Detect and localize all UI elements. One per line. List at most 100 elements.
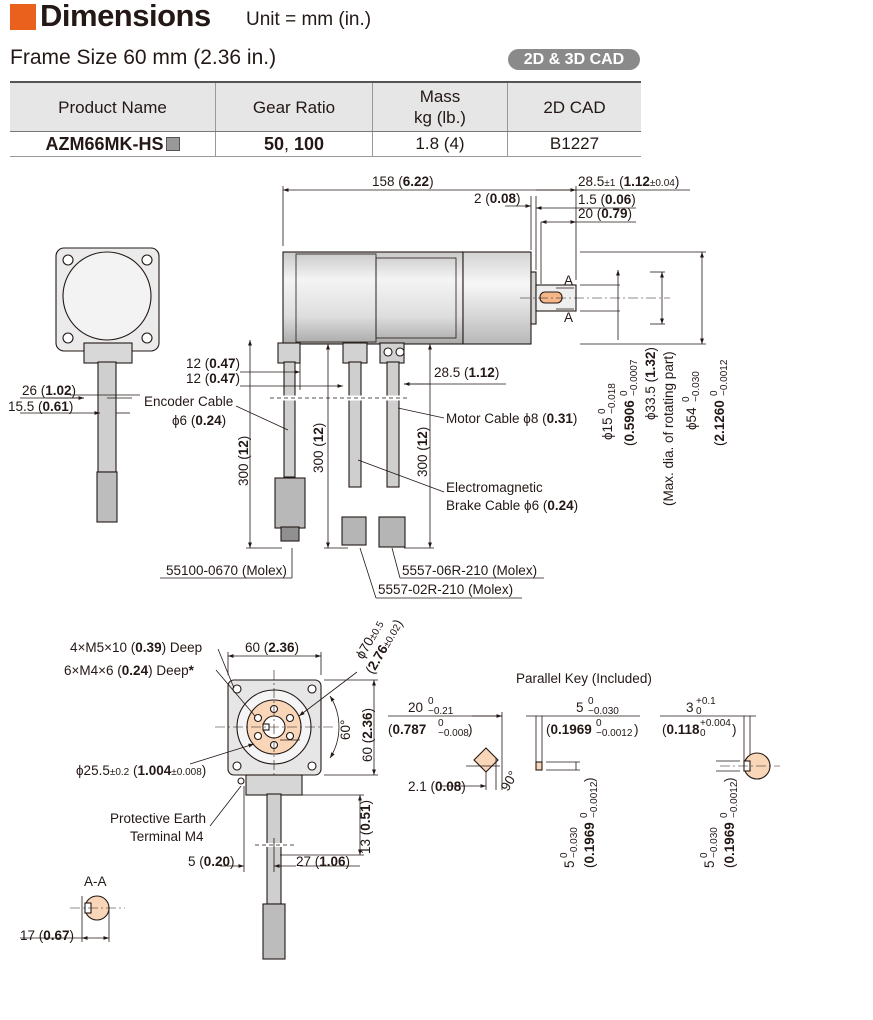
svg-text:3: 3 (686, 700, 694, 715)
key-length-dim: 20 0 −0.21 (0.787 0 −0.008 ) (388, 696, 473, 739)
brake-connector (341, 516, 367, 546)
dim-pcd: ϕ70±0.5 (2.76±0.02) (353, 617, 406, 677)
mount-hole (62, 254, 74, 266)
connector-3-label: 5557-02R-210 (Molex) (378, 582, 513, 597)
svg-text:): ) (468, 722, 473, 737)
motor-body (282, 251, 464, 345)
brake-cable-label1: Electromagnetic (446, 480, 543, 495)
key-side (473, 747, 499, 773)
mount-hole (141, 332, 153, 344)
svg-text:300 (12): 300 (12) (236, 436, 251, 486)
svg-text:(2.1260: (2.1260 (712, 400, 727, 446)
encoder-cable-dia: ϕ6 (0.24) (172, 413, 226, 428)
key-slot (539, 291, 563, 304)
svg-text:−0.0012: −0.0012 (719, 359, 730, 396)
mount-hole (307, 684, 317, 694)
dim-300-encoder: 300 (12) (236, 436, 251, 486)
svg-text:+0.1: +0.1 (696, 696, 716, 707)
svg-text:(0.118: (0.118 (662, 722, 700, 737)
section-arrow-a-bottom: A (564, 310, 573, 325)
svg-text:60°: 60° (338, 720, 353, 740)
encoder-connector (274, 477, 306, 529)
svg-text:ϕ15: ϕ15 (600, 417, 615, 440)
header-product: Product Name (10, 81, 216, 132)
dim-slot-width: 5 0 −0.030 (699, 827, 720, 868)
tap-m4: 6×M4×6 (0.24) Deep* (64, 663, 195, 678)
dim-rot-dia: ϕ33.5 (1.32) (643, 347, 658, 420)
dim-boss: ϕ25.5±0.2 (1.004±0.008) (76, 763, 206, 778)
svg-text:(0.1969: (0.1969 (722, 822, 737, 868)
motor-cable (386, 361, 400, 488)
svg-text:): ) (582, 778, 597, 783)
pe-label1: Protective Earth (110, 811, 206, 826)
svg-text:0: 0 (588, 696, 594, 707)
accent-square-icon (10, 4, 36, 30)
pe-label2: Terminal M4 (130, 829, 204, 844)
end-view-small (20, 247, 160, 523)
product-name: AZM66MK-HS (45, 133, 164, 154)
dim-27: 27 (1.06) (296, 854, 350, 869)
svg-text:−0.0012: −0.0012 (589, 781, 600, 818)
mount-hole (232, 761, 242, 771)
svg-text:0: 0 (438, 718, 444, 729)
dim-5: 5 (0.20) (188, 854, 235, 869)
dim-2: 2 (0.08) (474, 191, 521, 206)
dim-1-5: 1.5 (0.06) (578, 192, 636, 207)
dim-shaft-dia-in: (0.5906 0 −0.0007 (619, 359, 640, 446)
dim-15-5: 15.5 (0.61) (8, 399, 73, 414)
section-arrow-a-top: A (564, 273, 573, 288)
dim-28-5-cable: 28.5 (1.12) (434, 365, 499, 380)
dim-rot-note: (Max. dia. of rotating part) (661, 351, 676, 506)
dim-pilot-dia-in: (2.1260 0 −0.0012 (709, 359, 730, 446)
mount-hole (141, 254, 153, 266)
svg-text:−0.0007: −0.0007 (629, 359, 640, 396)
svg-text:(0.1969: (0.1969 (582, 822, 597, 868)
product-cell: AZM66MK-HS (10, 131, 216, 157)
cad-cell[interactable]: B1227 (507, 131, 641, 157)
svg-text:ϕ33.5 (1.32): ϕ33.5 (1.32) (643, 347, 658, 420)
dim-20: 20 (0.79) (578, 206, 632, 221)
brake-outlet (342, 342, 368, 364)
mount-hole (62, 332, 74, 344)
variant-box-icon (165, 136, 180, 151)
svg-text:60 (2.36): 60 (2.36) (360, 708, 375, 762)
svg-text:−0.030: −0.030 (588, 706, 619, 717)
dim-pilot-dia: ϕ54 0 −0.030 (681, 371, 702, 430)
svg-text:−0.030: −0.030 (569, 827, 580, 858)
svg-text:90°: 90° (498, 768, 521, 793)
header-gear: Gear Ratio (215, 81, 373, 132)
unit-note: Unit = mm (in.) (246, 9, 372, 30)
side-view (270, 251, 670, 548)
brake-cable-label2: Brake Cable ϕ6 (0.24) (446, 498, 578, 513)
key-height-dim: 3 +0.1 0 (0.118 +0.004 0 ) (662, 696, 737, 739)
svg-text:0: 0 (579, 812, 590, 818)
svg-text:0: 0 (699, 852, 710, 858)
cable-outlet (83, 342, 133, 364)
header-mass-line1: Mass (419, 87, 461, 106)
key-width-dim: 5 0 −0.030 (0.1969 0 −0.0012 ) (546, 696, 639, 739)
gear-b: 100 (294, 133, 325, 154)
gear-head (462, 251, 532, 345)
svg-text:0: 0 (709, 390, 720, 396)
svg-text:300 (12): 300 (12) (415, 427, 430, 477)
mass-cell: 1.8 (4) (372, 131, 508, 157)
ground-screw-icon (383, 347, 393, 357)
dim-key-thick: 5 0 −0.030 (559, 827, 580, 868)
dim-2-1: 2.1 (0.08) (408, 779, 466, 794)
dim-12b: 12 (0.47) (186, 371, 240, 386)
svg-text:−0.030: −0.030 (709, 827, 720, 858)
svg-text:(0.5906: (0.5906 (622, 400, 637, 446)
dim-key-thick-in: (0.1969 0 −0.0012 ) (579, 778, 600, 869)
gear-sep: , (283, 133, 289, 154)
end-housing (62, 251, 152, 341)
svg-text:−0.008: −0.008 (438, 728, 469, 739)
svg-text:+0.004: +0.004 (700, 718, 731, 729)
encoder-cable-label: Encoder Cable (144, 394, 233, 409)
connector (96, 471, 118, 523)
pe-terminal-icon (237, 777, 245, 785)
cad-download-button[interactable]: 2D & 3D CAD (508, 49, 640, 70)
svg-text:0: 0 (619, 390, 630, 396)
